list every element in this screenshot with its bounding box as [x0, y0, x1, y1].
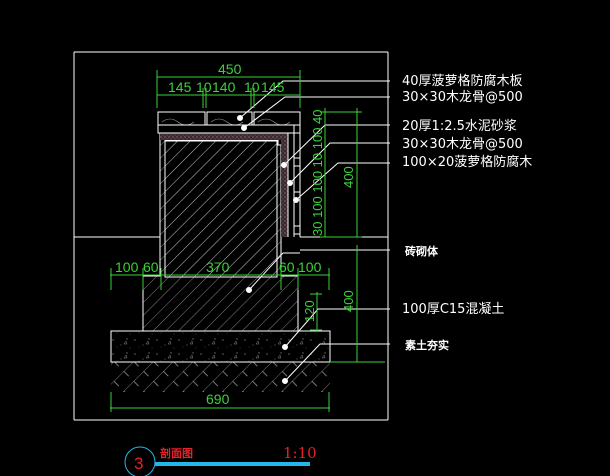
dim-top-seg-3: 140	[212, 79, 236, 95]
annotation-wood-keel-1: 30×30木龙骨@500	[402, 90, 523, 105]
dim-mid-1: 100	[115, 259, 139, 275]
compacted-soil-layer	[111, 362, 330, 392]
dim-top-seg-2: 10	[196, 79, 212, 95]
dim-right-upper-overall: 400	[341, 166, 356, 188]
concrete-slab	[110, 330, 331, 363]
annotation-side-wood: 100×20菠萝格防腐木	[402, 154, 532, 170]
title-block	[124, 446, 310, 476]
dim-right-vertical-stack: 30 100 100 10 100 40	[310, 109, 325, 236]
leader-lines	[237, 80, 390, 384]
dim-bottom: 690	[206, 391, 230, 407]
annotation-brick: 砖砌体	[405, 244, 439, 258]
annotation-soil: 素土夯实	[405, 338, 449, 352]
dim-mid-3: 370	[206, 259, 230, 275]
annotation-wood-board: 40厚菠萝格防腐木板	[402, 73, 523, 89]
dim-top-seg-1: 145	[168, 79, 192, 95]
dim-overall-top: 450	[218, 61, 242, 77]
title-scale: 1:10	[283, 444, 317, 462]
title-number: 3	[134, 454, 143, 473]
title-label: 剖面图	[160, 446, 193, 460]
annotation-mortar: 20厚1:2.5水泥砂浆	[402, 119, 517, 134]
dimension-lines	[110, 70, 385, 412]
dim-right-lower: 400	[341, 290, 356, 312]
annotation-concrete: 100厚C15混凝土	[402, 301, 504, 317]
dim-top-seg-4: 10	[244, 79, 260, 95]
dim-mid-4: 60	[279, 259, 295, 275]
dim-mid-2: 60	[143, 259, 159, 275]
dim-footing-height: 120	[302, 300, 317, 322]
wood-top-boards	[157, 111, 301, 134]
dim-top-seg-5: 145	[261, 79, 285, 95]
wood-side-boards	[287, 112, 301, 237]
dim-mid-5: 100	[298, 259, 322, 275]
annotation-wood-keel-2: 30×30木龙骨@500	[402, 137, 523, 152]
